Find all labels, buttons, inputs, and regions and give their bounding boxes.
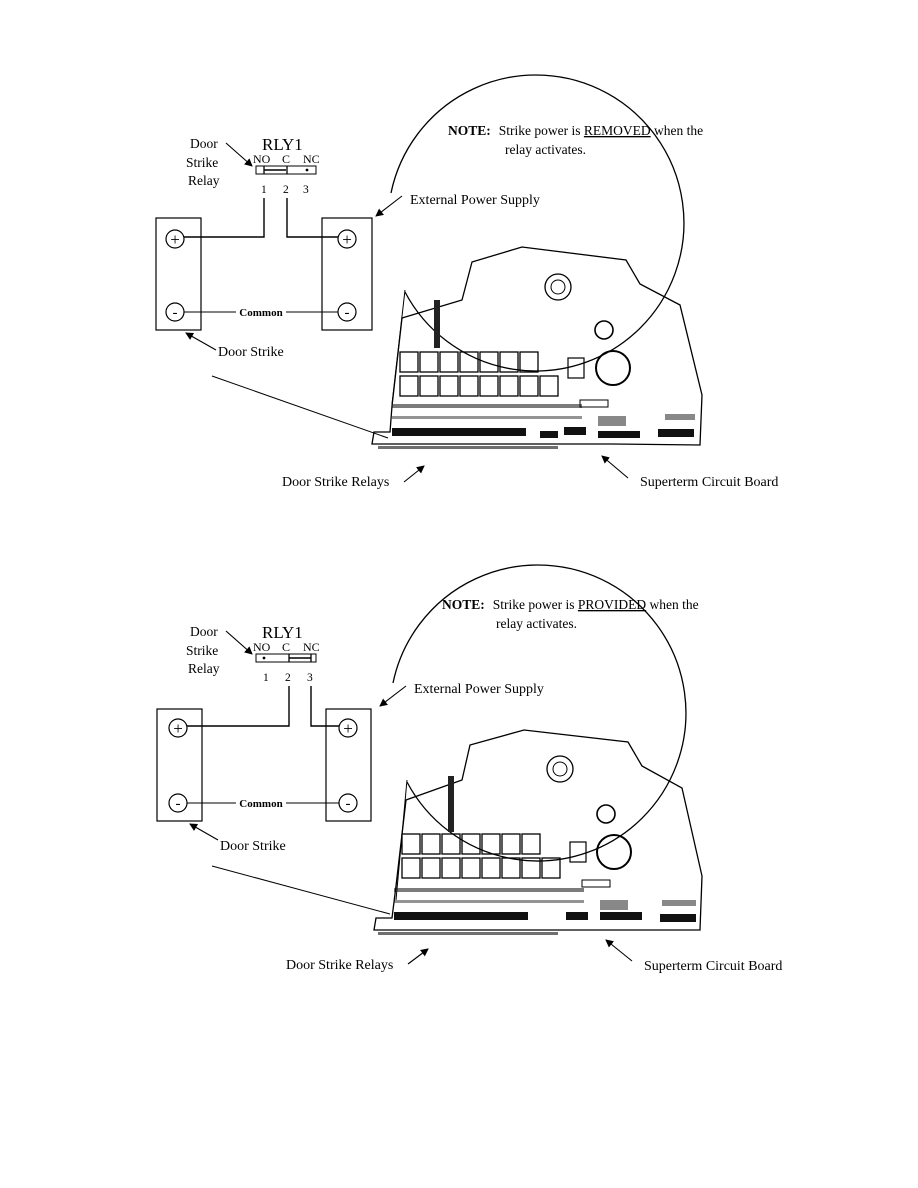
door-strike-arrow — [189, 823, 219, 841]
relay-row-1 — [399, 351, 539, 373]
contact-nc-label: NC — [303, 152, 320, 166]
relay-contact-block — [255, 653, 317, 663]
magnifier-lead-line — [211, 865, 391, 915]
common-label: Common — [239, 307, 282, 319]
wire-relay-to-psu — [310, 686, 339, 727]
door-strike-box — [156, 708, 203, 822]
wire-relay-to-psu — [286, 198, 338, 238]
pin-3-label: 3 — [307, 672, 313, 684]
pin-2-label: 2 — [285, 672, 291, 684]
note-prefix: Strike power is — [499, 123, 584, 138]
relay-label-strike: Strike — [186, 155, 218, 170]
door-strike-box — [155, 217, 202, 331]
note-suffix: when the — [651, 123, 703, 138]
diagram-provided: NOTE: Strike power is PROVIDED when the r… — [156, 564, 782, 974]
strike-plus-symbol: + — [170, 230, 180, 249]
strike-plus-terminal — [165, 229, 185, 249]
magnifier-circle — [390, 74, 685, 372]
note-line2: relay activates. — [505, 142, 586, 157]
circuit-board — [373, 729, 703, 935]
relay-row-2 — [401, 857, 561, 879]
strike-plus-terminal — [168, 718, 188, 738]
power-supply-box — [321, 217, 373, 331]
board-label: Superterm Circuit Board — [640, 475, 778, 490]
relay-label-door: Door — [190, 624, 218, 639]
pin-3-label: 3 — [303, 184, 309, 196]
pin-1-label: 1 — [261, 184, 267, 196]
contact-c-label: C — [282, 640, 290, 654]
relays-label: Door Strike Relays — [286, 958, 393, 973]
common-label: Common — [239, 798, 282, 810]
note-keyword: PROVIDED — [578, 597, 647, 612]
relay-pointer-arrow — [225, 630, 253, 655]
psu-minus-symbol: - — [345, 305, 350, 321]
board-outline — [371, 246, 703, 446]
strike-plus-symbol: + — [173, 719, 183, 738]
svg-text:NOTE:Strike power is REMOVED w: NOTE: Strike power is REMOVED when the — [448, 123, 703, 138]
psu-plus-symbol: + — [343, 719, 353, 738]
note-line2: relay activates. — [496, 616, 577, 631]
ext-power-label: External Power Supply — [410, 193, 540, 208]
door-strike-arrow — [185, 332, 217, 351]
psu-plus-symbol: + — [342, 230, 352, 249]
contact-no-label: NO — [253, 640, 271, 654]
board-arrow — [605, 939, 633, 962]
ext-power-label: External Power Supply — [414, 682, 544, 697]
power-supply-box — [325, 708, 372, 822]
terminal-strips — [378, 888, 696, 935]
relays-label: Door Strike Relays — [282, 475, 389, 490]
contact-nc-label: NC — [303, 640, 320, 654]
terminal-strips — [378, 404, 695, 449]
psu-plus-terminal — [338, 718, 358, 738]
diagram-removed: NOTE: Strike power is REMOVED when the re… — [155, 74, 778, 490]
relay-row-2 — [399, 375, 559, 397]
ext-power-arrow — [379, 685, 407, 707]
relay-contact-block — [255, 165, 317, 175]
relays-arrow — [403, 465, 425, 483]
board-label: Superterm Circuit Board — [644, 959, 782, 974]
strike-minus-symbol: - — [173, 305, 178, 321]
magnifier-lead-line — [211, 375, 389, 439]
strike-minus-symbol: - — [176, 796, 181, 812]
relay-row-1 — [401, 833, 541, 855]
note-prefix: Strike power is — [493, 597, 578, 612]
note-suffix: when the — [646, 597, 698, 612]
svg-text:NOTE:Strike power is PROVIDED: NOTE: Strike power is PROVIDED when the — [442, 597, 699, 612]
wire-relay-to-strike — [187, 686, 290, 727]
circuit-board — [371, 246, 703, 449]
note-keyword: REMOVED — [584, 123, 651, 138]
note-label: NOTE: — [448, 123, 491, 138]
psu-plus-terminal — [337, 229, 357, 249]
board-arrow — [601, 455, 629, 479]
pin-1-label: 1 — [263, 672, 269, 684]
note-label: NOTE: — [442, 597, 485, 612]
relay-label-door: Door — [190, 136, 218, 151]
relay-label-relay: Relay — [188, 661, 220, 676]
wire-relay-to-strike — [184, 198, 265, 238]
relay-label-relay: Relay — [188, 173, 220, 188]
relay-name: RLY1 — [262, 135, 303, 154]
pin-2-label: 2 — [283, 184, 289, 196]
door-strike-label: Door Strike — [218, 345, 284, 360]
door-strike-label: Door Strike — [220, 839, 286, 854]
contact-c-label: C — [282, 152, 290, 166]
contact-no-label: NO — [253, 152, 271, 166]
board-outline — [373, 729, 703, 931]
relay-name: RLY1 — [262, 623, 303, 642]
relay-label-strike: Strike — [186, 643, 218, 658]
ext-power-arrow — [375, 195, 403, 217]
psu-minus-symbol: - — [346, 796, 351, 812]
relay-pointer-arrow — [225, 142, 253, 167]
relays-arrow — [407, 948, 429, 965]
